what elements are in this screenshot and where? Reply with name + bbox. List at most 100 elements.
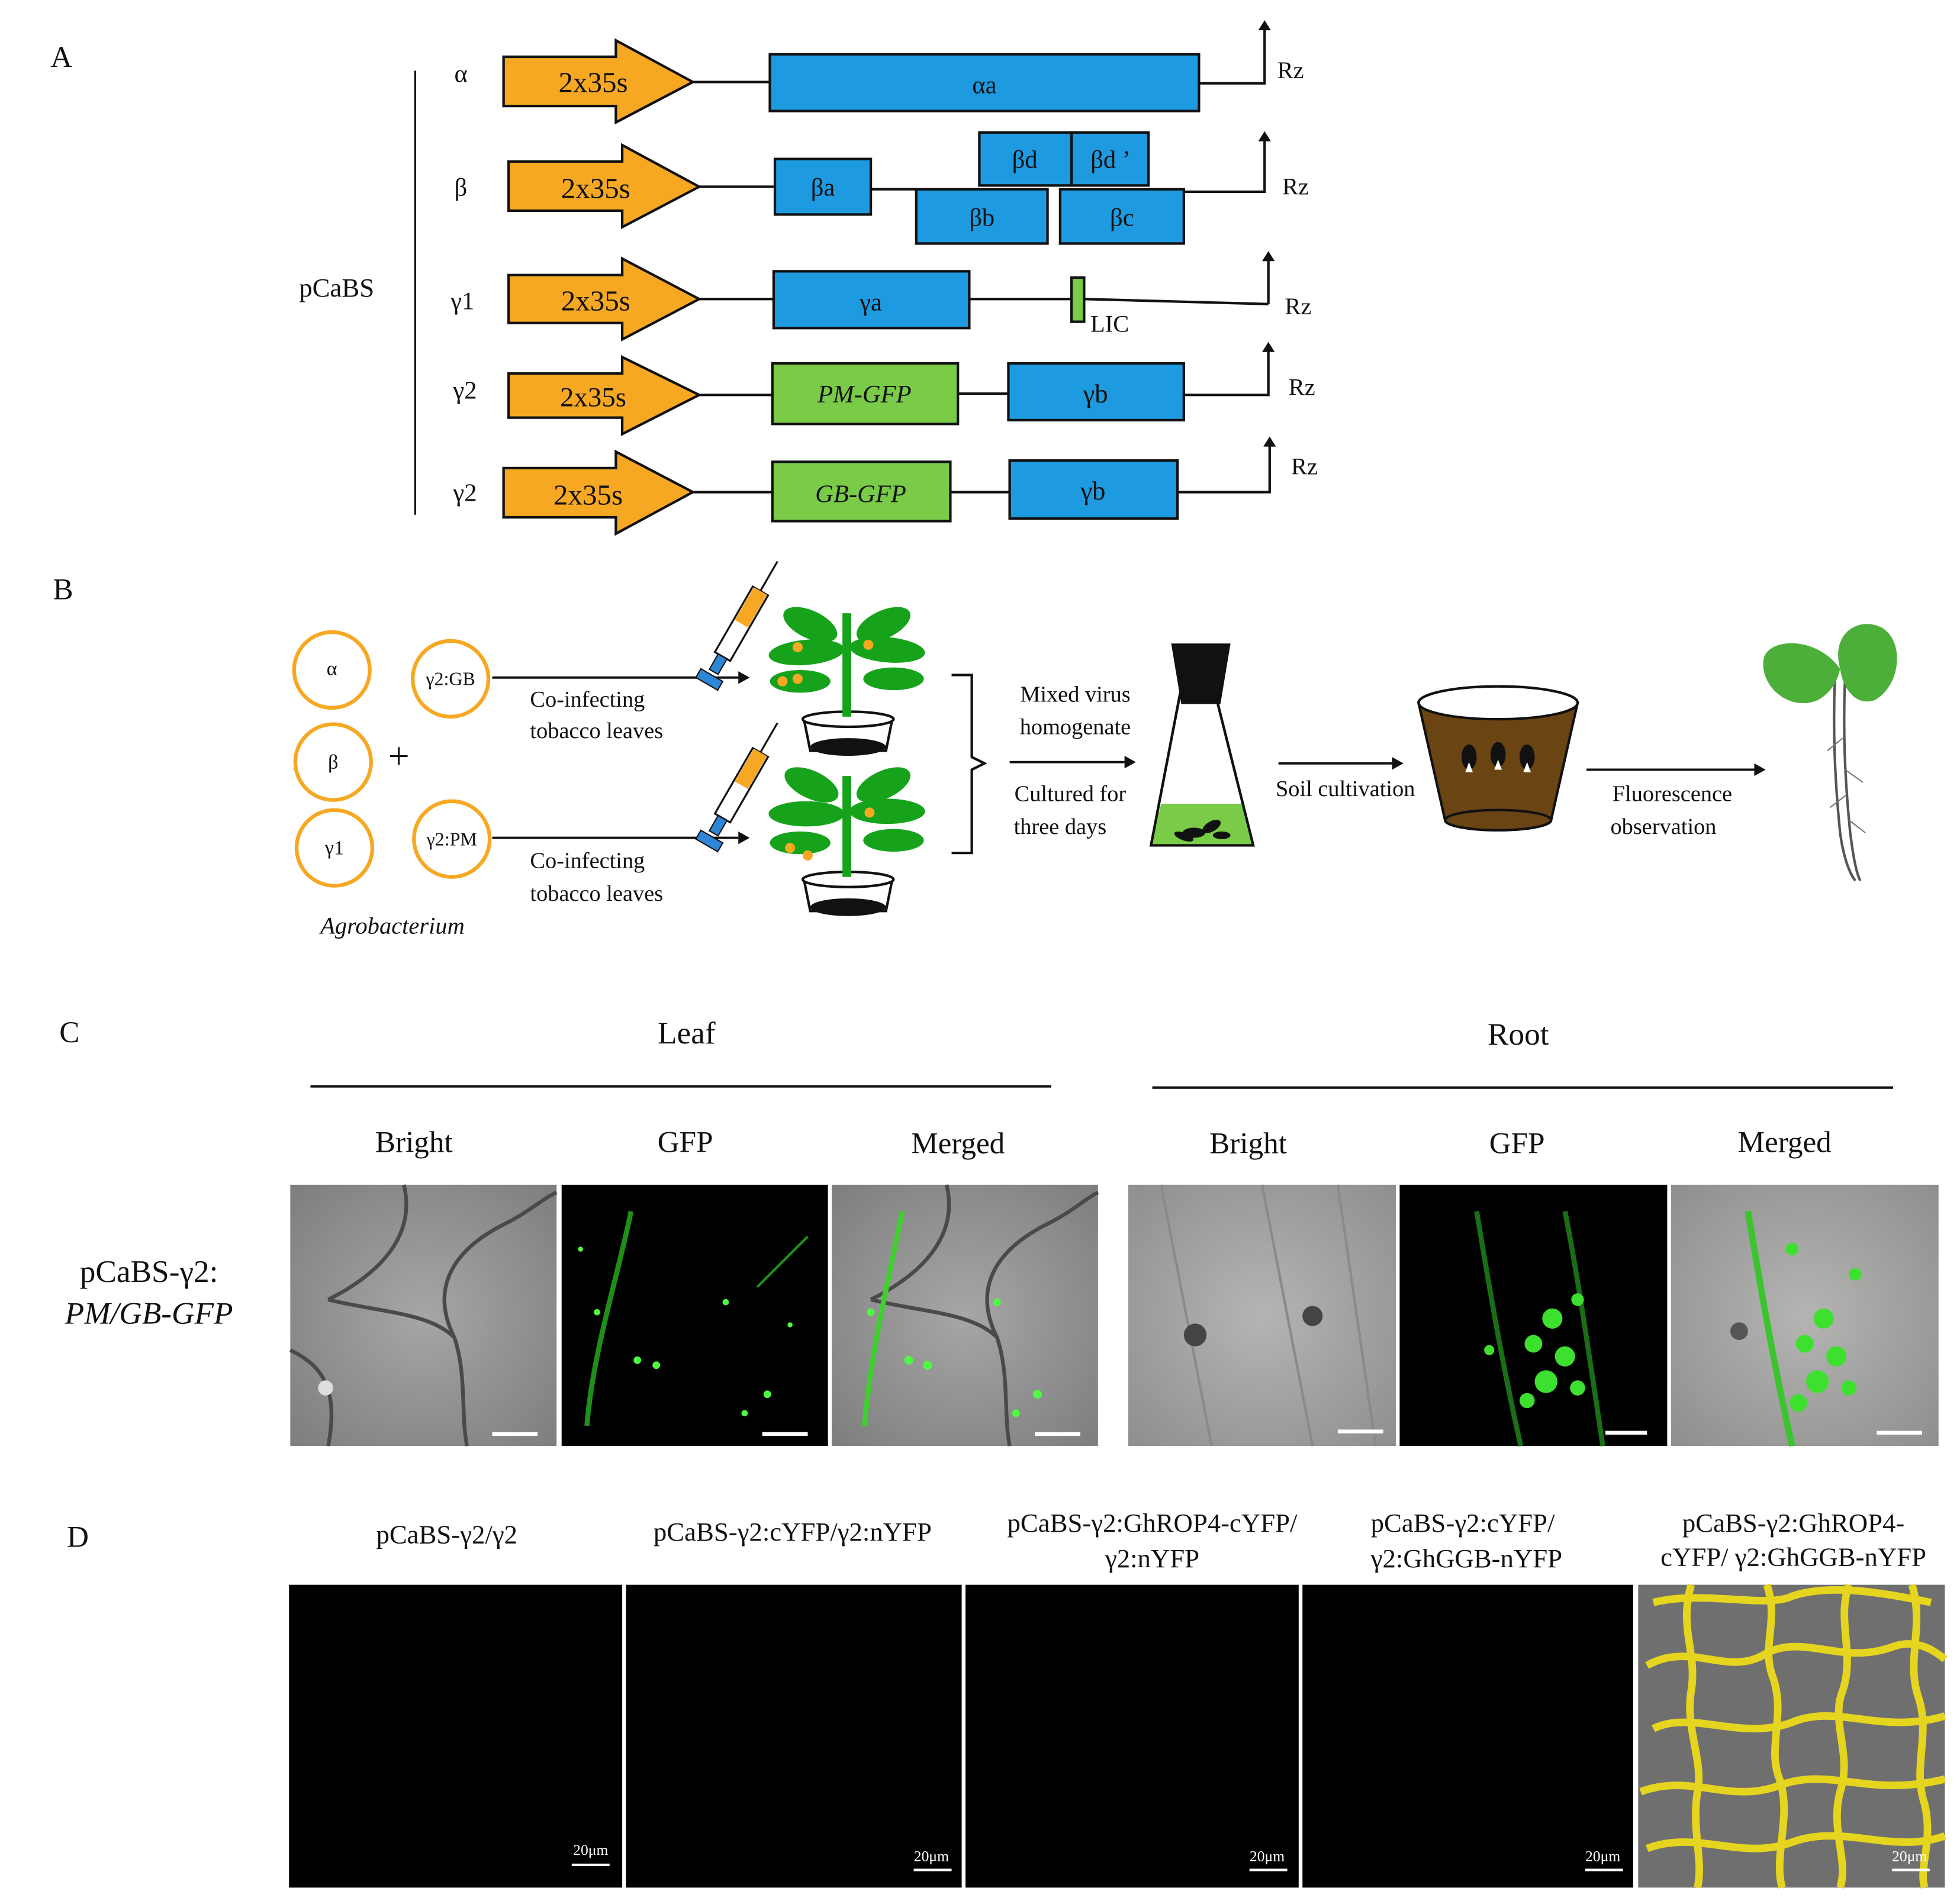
terminator-label: Rz (1277, 57, 1304, 83)
plasmid-gamma2-gb (410, 639, 491, 719)
terminator-label: Rz (1285, 293, 1311, 320)
tobacco-plant-icon (768, 607, 925, 756)
d-label-3b: γ2:nYFP (1105, 1544, 1199, 1573)
terminator-label: Rz (1289, 373, 1315, 400)
terminator-arrowhead (1262, 251, 1275, 262)
lic-label: LIC (1090, 311, 1129, 337)
terminator-arrowhead (1263, 436, 1276, 447)
syringe-icon (695, 722, 778, 853)
d-label-5b: cYFP/ γ2:GhGGB-nYFP (1660, 1542, 1926, 1572)
pcabs-label: pCaBS (299, 273, 374, 302)
coinfect-label-bottom-2: tobacco leaves (530, 881, 663, 906)
gene-box-pm-gfp (771, 362, 960, 426)
gene-box-gb-gfp (771, 460, 952, 523)
bracket-icon (951, 674, 987, 855)
micrograph-root-merged (1671, 1184, 1939, 1447)
micrograph-leaf-gfp (561, 1184, 828, 1446)
promoter-arrow (507, 143, 702, 230)
promoter-label: 2x35s (561, 172, 630, 205)
row-name: γ1 (450, 287, 474, 315)
promoter-arrow (502, 449, 696, 536)
scale-bar-label: 20μm (914, 1848, 949, 1865)
plasmid-label: γ2:PM (426, 829, 477, 849)
bifc-image-5: 20μm (1638, 1583, 1948, 1889)
terminator-label: Rz (1291, 453, 1318, 480)
plasmid-label: γ2:GB (425, 669, 475, 690)
panel-d: D pCaBS-γ2/γ2 pCaBS-γ2:cYFP/γ2:nYFP pCaB… (67, 1508, 1948, 1889)
promoter-arrow (502, 38, 696, 125)
agrobacterium-label: Agrobacterium (318, 913, 465, 939)
panel-d-label: D (67, 1520, 89, 1554)
terminator-arrowhead (1258, 131, 1271, 141)
promoter-arrow (507, 256, 702, 342)
seedling-icon (1763, 624, 1897, 882)
gene-box-bd-prime (1070, 131, 1150, 187)
gene-label: αa (972, 72, 996, 99)
panel-b: B α β γ1 γ2:GB γ2:PM + Agrobacterium Co-… (53, 560, 1897, 939)
promoter-label: 2x35s (558, 66, 627, 99)
terminator-arrow (1183, 349, 1270, 397)
gene-box-gb (1007, 362, 1185, 422)
promoter-label: 2x35s (561, 284, 630, 317)
arrowhead (738, 831, 750, 845)
col-gfp: GFP (658, 1125, 713, 1159)
terminator-label: Rz (1282, 173, 1309, 199)
panel-a: A pCaBS α 2x35s αa Rz β 2x35s βa βd βd ’… (50, 20, 1318, 536)
syringe-icon (695, 560, 778, 691)
col-bright: Bright (1209, 1127, 1287, 1161)
panel-a-label: A (50, 40, 72, 74)
plasmid-label: α (327, 658, 337, 680)
micrograph-leaf-bright (289, 1184, 558, 1446)
scale-bar-label: 20μm (573, 1841, 608, 1858)
gene-box-gb (1008, 459, 1179, 520)
bifc-image-4: 20μm (1302, 1584, 1633, 1888)
plasmid-gamma2-pm (412, 799, 492, 879)
promoter-label: 2x35s (560, 382, 626, 413)
plasmid-label: β (328, 751, 338, 773)
d-label-5a: pCaBS-γ2:GhROP4- (1682, 1508, 1904, 1538)
gene-box-bb (915, 188, 1049, 245)
mixed-label-1: Mixed virus (1020, 682, 1130, 707)
plasmid-gamma1 (294, 808, 375, 888)
plasmid-label: γ1 (324, 837, 344, 859)
terminator-arrow (1199, 27, 1266, 85)
d-label-4a: pCaBS-γ2:cYFP/ (1371, 1508, 1555, 1538)
gene-box-aa (768, 53, 1201, 112)
fluor-label-2: observation (1610, 814, 1716, 839)
col-merged: Merged (911, 1127, 1005, 1161)
promoter-label: 2x35s (553, 479, 623, 511)
root-header: Root (1488, 1017, 1549, 1052)
gene-box-ba (773, 157, 873, 216)
construct-row-gamma2-gb: γ2 2x35s GB-GFP γb Rz (452, 436, 1318, 536)
backbone-line (1084, 298, 1269, 305)
gene-label: PM-GFP (817, 381, 912, 408)
plus-sign: + (388, 734, 410, 777)
gene-box-bc (1058, 188, 1185, 245)
gene-label: GB-GFP (815, 480, 906, 508)
terminator-arrowhead (1258, 20, 1271, 31)
row-name: γ2 (452, 377, 477, 405)
terminator-arrowhead (1262, 342, 1275, 352)
panel-c-label: C (59, 1016, 79, 1049)
coinfect-label-top-1: Co-infecting (530, 687, 645, 712)
bifc-image-1: 20μm (289, 1584, 623, 1888)
soil-pot-icon (1417, 685, 1579, 832)
arrowhead (1124, 755, 1136, 769)
gene-label: βa (811, 173, 835, 201)
panel-c: C Leaf Root Bright GFP Merged Bright GFP… (59, 1016, 1939, 1447)
d-label-3a: pCaBS-γ2:GhROP4-cYFP/ (1008, 1508, 1298, 1538)
gene-label: γb (1080, 476, 1105, 505)
scale-bar-label: 20μm (1892, 1848, 1927, 1865)
lic-box (1070, 276, 1086, 323)
plasmid-alpha (292, 630, 372, 710)
d-label-2: pCaBS-γ2:cYFP/γ2:nYFP (654, 1517, 932, 1547)
d-label-4b: γ2:GhGGB-nYFP (1370, 1544, 1562, 1573)
gene-label: βc (1110, 204, 1134, 232)
bifc-image-3: 20μm (965, 1584, 1299, 1888)
panel-b-label: B (53, 573, 73, 607)
row-label-gene: PM/GB-GFP (65, 1296, 233, 1330)
construct-row-gamma1: γ1 2x35s γa LIC Rz (450, 251, 1311, 342)
fluor-label-1: Fluorescence (1613, 782, 1732, 807)
arrowhead (738, 671, 750, 684)
